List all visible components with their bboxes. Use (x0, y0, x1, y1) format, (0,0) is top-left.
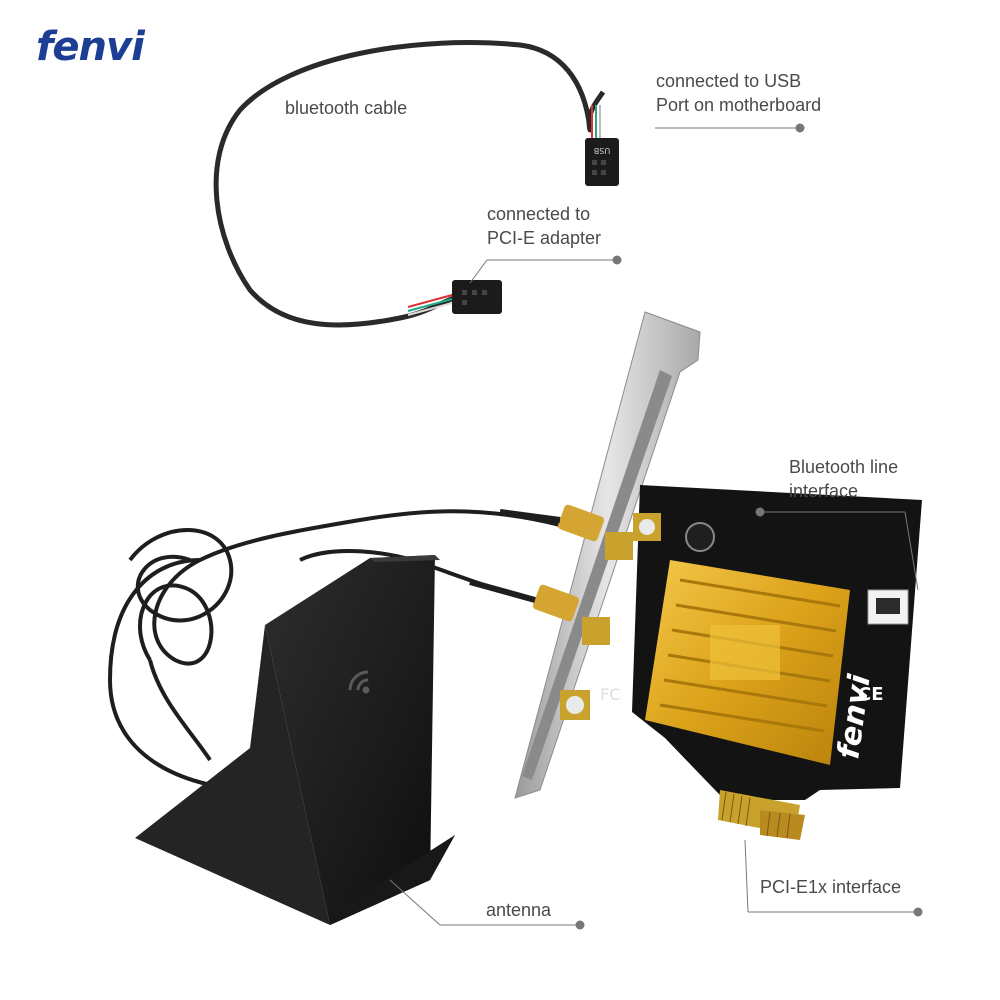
bluetooth-cable (213, 40, 606, 328)
pcie-adapter-connector (452, 280, 502, 314)
label-bluetooth-cable: bluetooth cable (285, 98, 408, 118)
leader-lines (389, 123, 923, 930)
label-usb-line2: Port on motherboard (656, 95, 822, 115)
wifi-icon (348, 670, 370, 694)
label-bt-interface-line1: Bluetooth line (789, 457, 899, 477)
label-antenna: antenna (486, 900, 552, 920)
label-bt-interface-line2: interface (789, 481, 859, 501)
ce-mark: CE (858, 684, 884, 705)
label-pcie-adapter-line2: PCI-E adapter (487, 228, 602, 248)
brand-logo: fenvi (36, 24, 145, 70)
fcc-mark: FC (600, 685, 620, 704)
label-usb-line1: connected to USB (656, 71, 802, 91)
pcb-card: fenvi FC CE (560, 485, 922, 840)
label-pcie-interface: PCI-E1x interface (760, 877, 902, 897)
usb-header-marking: USB (594, 146, 610, 155)
usb-header-connector: USB (585, 138, 619, 186)
label-pcie-adapter-line1: connected to (487, 204, 591, 224)
sma-connectors (469, 504, 633, 645)
antenna-stand (135, 555, 455, 925)
